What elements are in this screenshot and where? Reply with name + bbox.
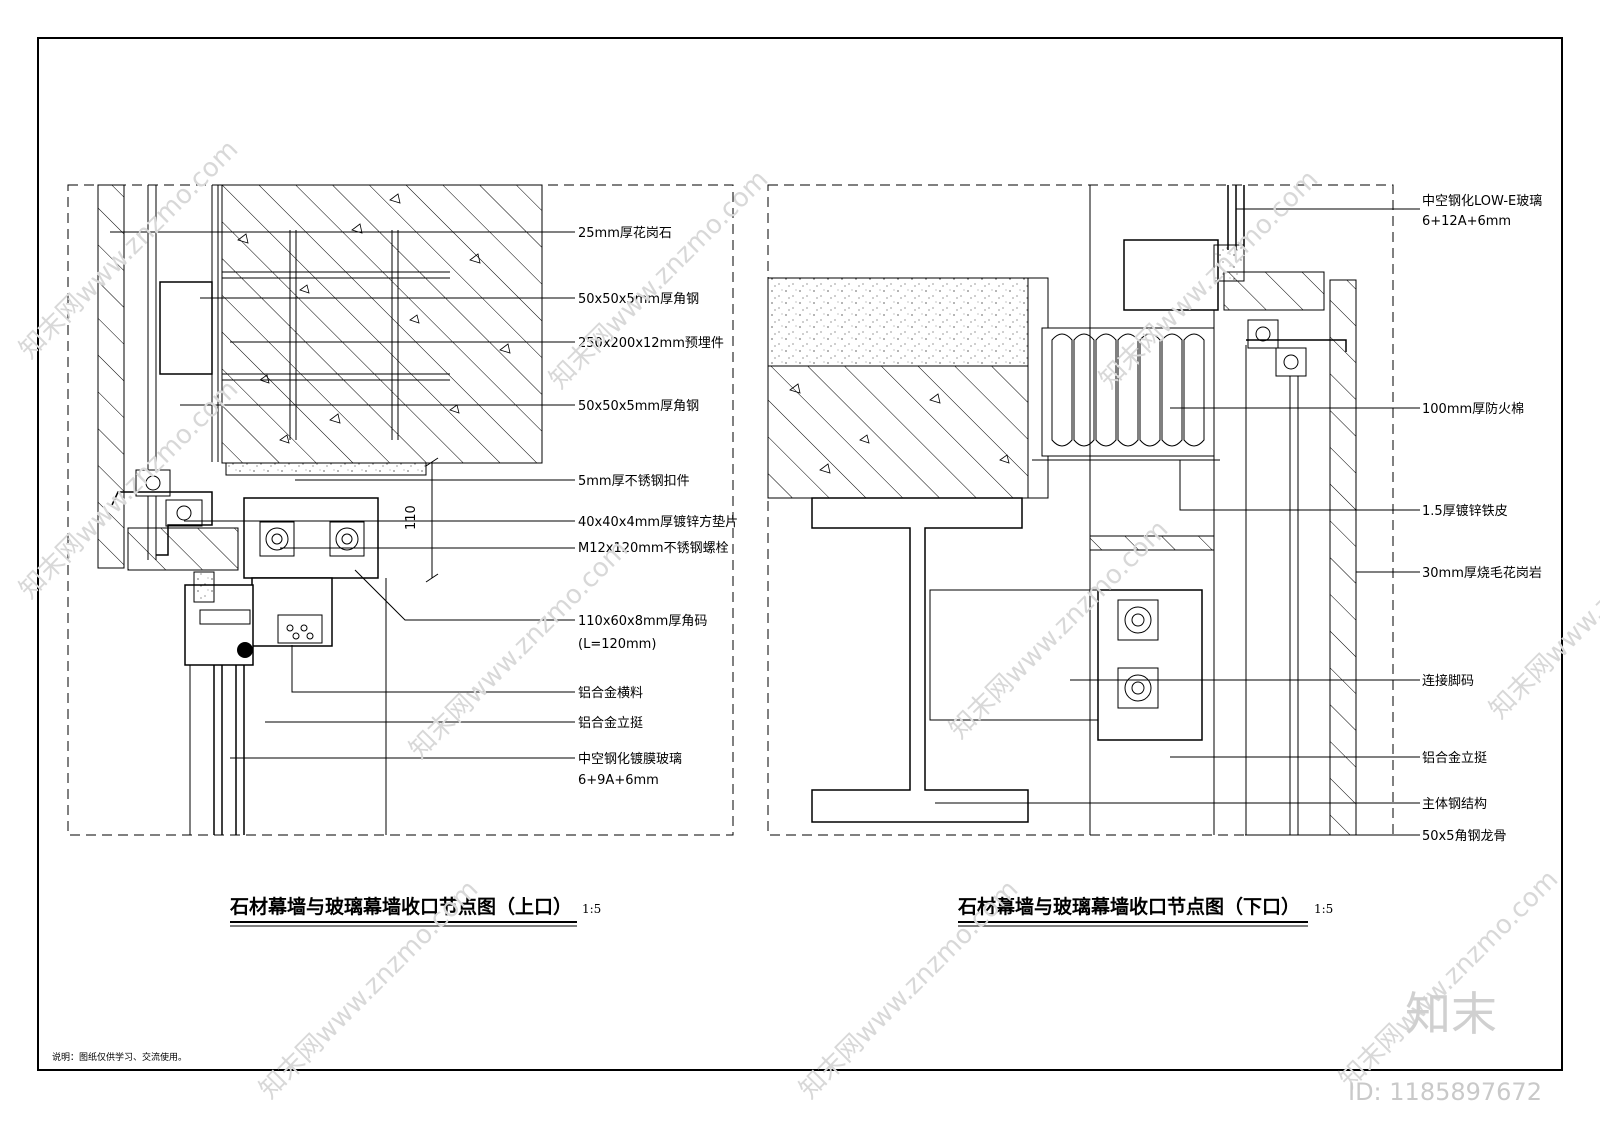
right-floor-screed [767,277,1029,367]
left-label-glass-spec: 6+9A+6mm [578,773,659,788]
left-label-granite: 25mm厚花岗石 [578,225,672,241]
left-stone-sill [127,527,239,571]
left-label-bolt: M12x120mm不锈钢螺栓 [578,541,729,556]
right-label-steel-structure: 主体钢结构 [1422,797,1487,812]
left-steel-angle [159,281,213,375]
right-detail-title: 石材幕墙与玻璃幕墙收口节点图（下口） [957,895,1300,918]
outer-frame [37,37,1563,1071]
left-detail-border [67,184,734,836]
right-detail-scale: 1:5 [1314,902,1333,916]
left-label-embedded-plate: 250x200x12mm预埋件 [578,336,724,351]
right-sill-bolts [1247,319,1307,377]
left-label-angle-1: 50x50x5mm厚角钢 [578,292,699,307]
right-detail: 中空钢化LOW-E玻璃 6+12A+6mm 100mm厚防火棉 1.5厚镀锌铁皮… [767,184,1542,927]
left-label-transom: 铝合金横料 [578,685,643,701]
right-leader-lines [935,208,1420,836]
left-detail-title: 石材幕墙与玻璃幕墙收口节点图（上口） [229,895,572,918]
left-concrete-wall [221,184,543,464]
watermark-text: 知末网www.znzmo.com [544,164,775,395]
left-label-mullion: 铝合金立挺 [578,715,643,731]
left-detail-scale: 1:5 [582,902,601,916]
watermark-text: 知末网www.znzmo.com [1484,494,1600,725]
left-stainless-clip [225,462,427,476]
watermark-image-id: ID: 1185897672 [1348,1078,1542,1106]
insulation-loops [1051,333,1205,447]
right-label-angle-keel: 50x5角钢龙骨 [1422,829,1507,844]
right-stone-sill [1223,271,1325,311]
right-label-connector: 连接脚码 [1422,673,1474,689]
right-label-granite: 30mm厚烧毛花岗岩 [1422,565,1542,581]
right-concrete-slab [767,365,1029,499]
right-steel-i-beam [811,497,1029,823]
left-leader-lines [110,231,575,759]
right-label-glass: 中空钢化LOW-E玻璃 [1422,194,1542,209]
left-detail: 110 25mm厚花岗石 50x [67,184,738,927]
watermark-brand: 知末 [1405,987,1497,1041]
left-label-angle-connector: 110x60x8mm厚角码 [578,614,707,629]
watermark-text: 知末网www.znzmo.com [1334,864,1565,1095]
right-label-fire-insulation: 100mm厚防火棉 [1422,401,1524,417]
dimension-110: 110 [404,505,419,530]
right-label-glass-spec: 6+12A+6mm [1422,214,1511,229]
concrete-aggregate-marks [237,193,511,444]
right-label-mullion: 铝合金立挺 [1422,750,1487,766]
left-z-bracket [111,491,213,556]
left-label-length: (L=120mm) [578,637,656,652]
right-connector-bolts [1117,599,1159,709]
left-label-clip: 5mm厚不锈钢扣件 [578,474,690,489]
left-connector-bolts [259,521,365,557]
right-stone-panel [1329,279,1357,836]
left-label-angle-2: 50x50x5mm厚角钢 [578,399,699,414]
left-label-washer: 40x40x4mm厚镀锌方垫片 [578,514,738,530]
left-stone-panel [97,184,125,569]
left-label-glass: 中空钢化镀膜玻璃 [578,751,682,767]
drawing-note: 说明：图纸仅供学习、交流使用。 [52,1051,187,1063]
right-label-galvanized-sheet: 1.5厚镀锌铁皮 [1422,503,1508,519]
